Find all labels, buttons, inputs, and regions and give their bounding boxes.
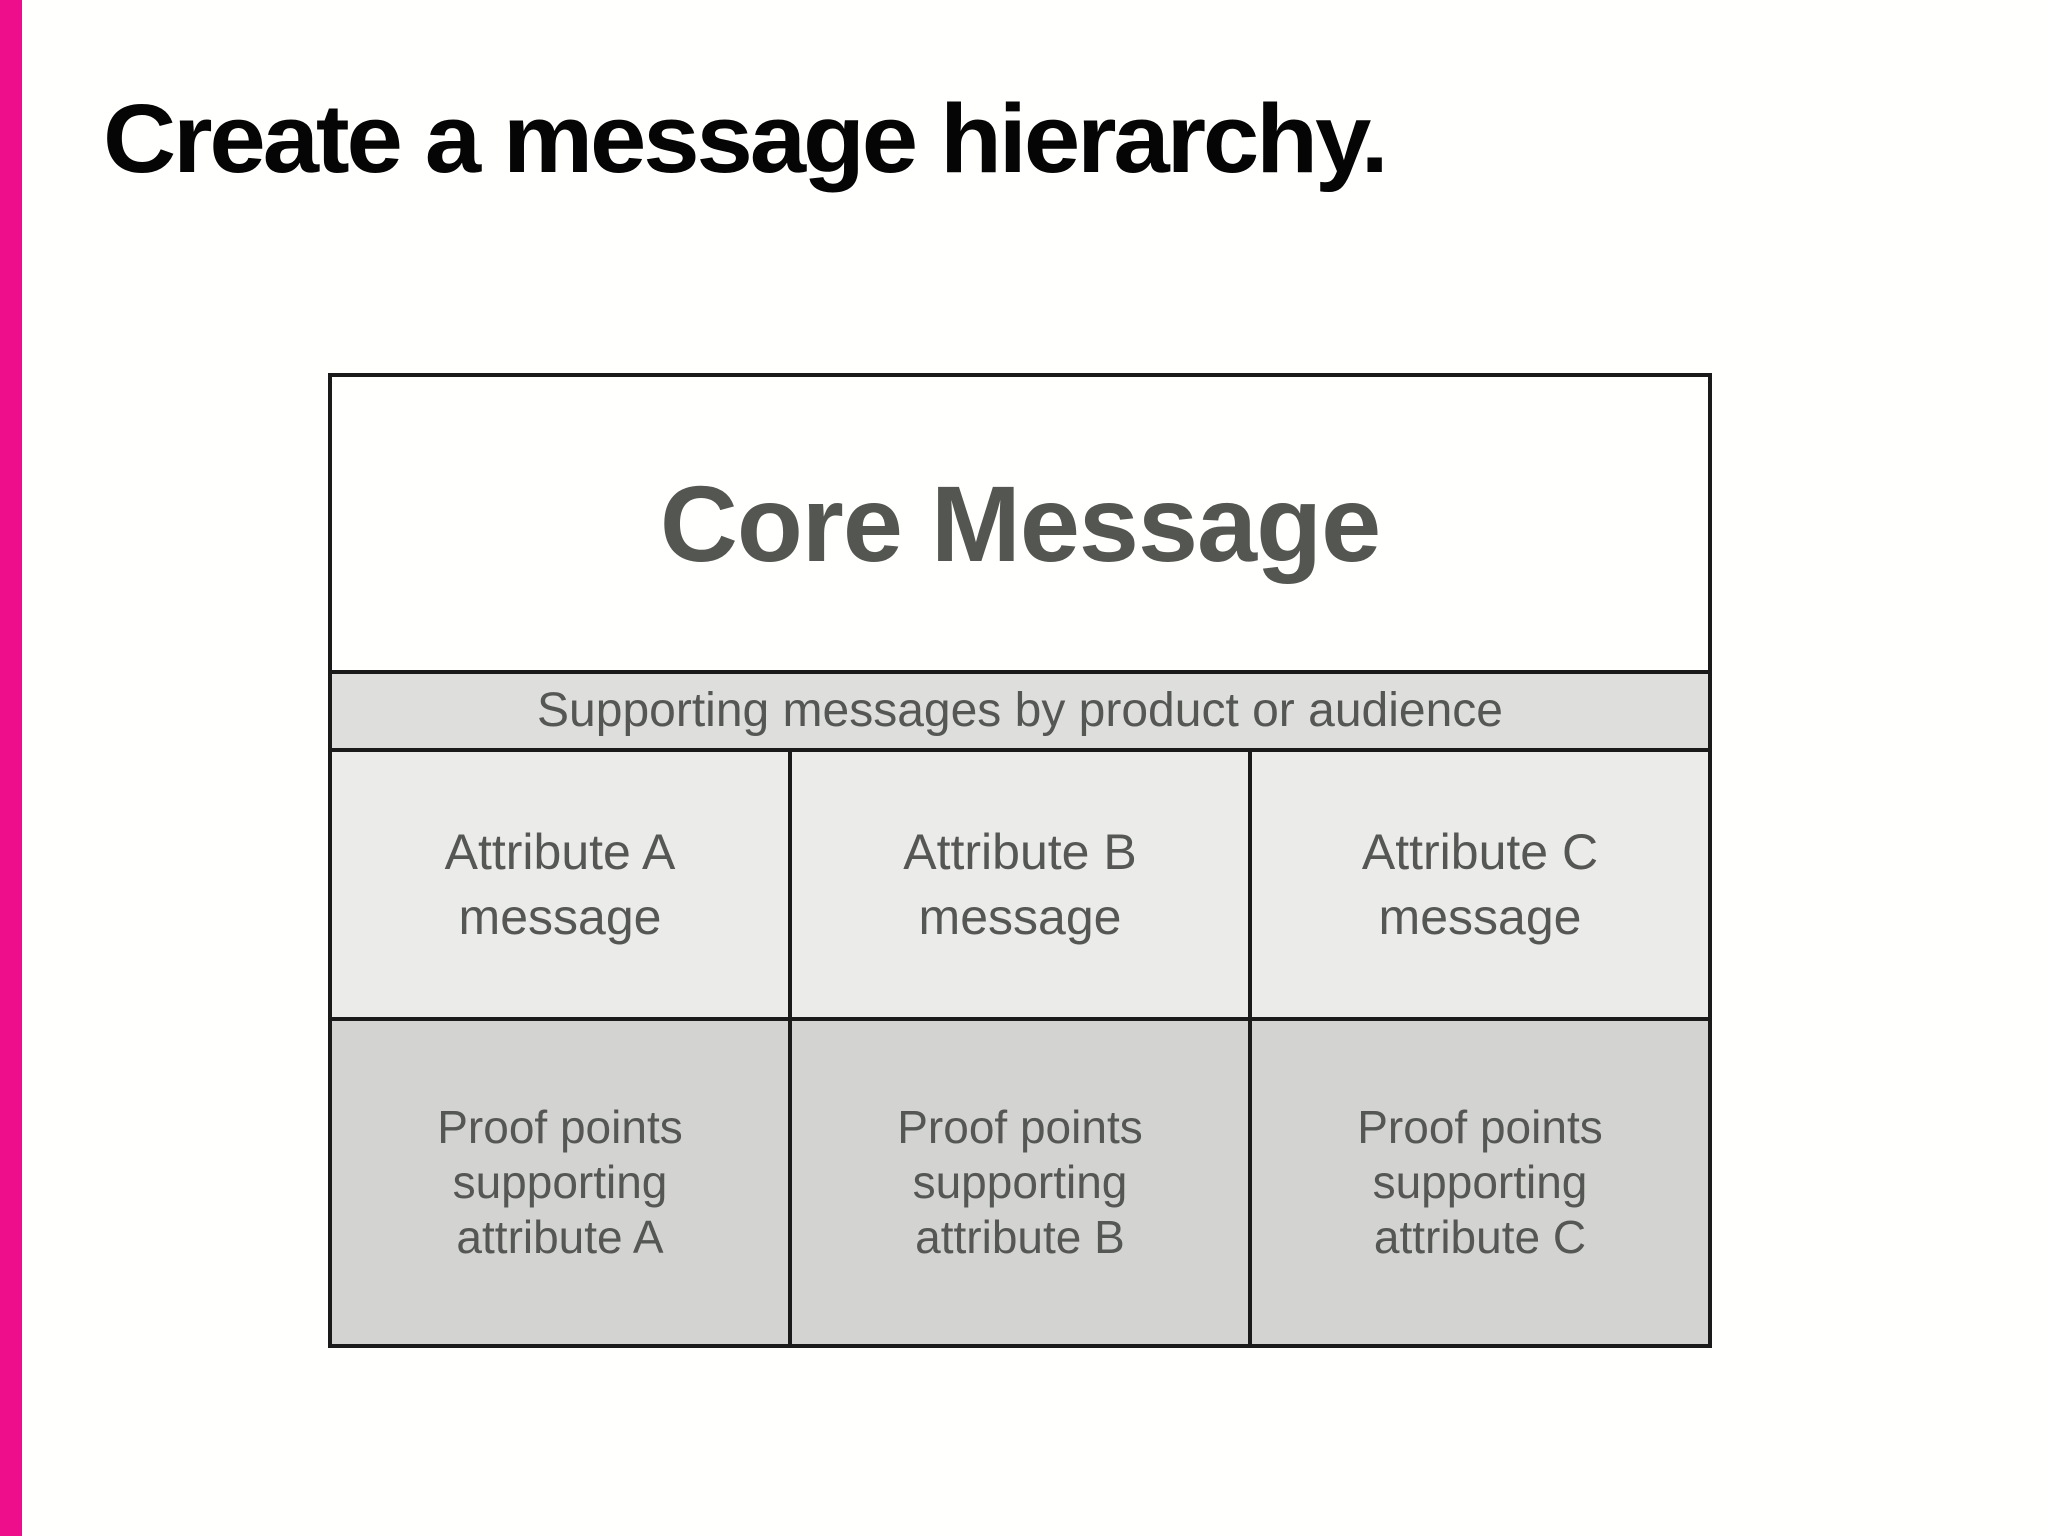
attribute-messages-row: Attribute A message Attribute B message … <box>332 752 1708 1017</box>
proof-cell-c: Proof points supporting attribute C <box>1252 1021 1708 1344</box>
attribute-cell-b: Attribute B message <box>792 752 1252 1017</box>
supporting-messages-header-label: Supporting messages by product or audien… <box>537 684 1503 737</box>
proof-points-row: Proof points supporting attribute A Proo… <box>332 1017 1708 1344</box>
proof-cell-b: Proof points supporting attribute B <box>792 1021 1252 1344</box>
proof-a-text: Proof points supporting attribute A <box>437 1100 683 1264</box>
attribute-cell-c: Attribute C message <box>1252 752 1708 1017</box>
core-message-row: Core Message <box>332 377 1708 670</box>
proof-c-text: Proof points supporting attribute C <box>1357 1100 1603 1264</box>
proof-cell-a: Proof points supporting attribute A <box>332 1021 792 1344</box>
attribute-c-text: Attribute C message <box>1361 823 1599 945</box>
proof-b-text: Proof points supporting attribute B <box>897 1100 1143 1264</box>
accent-bar-left <box>0 0 22 1536</box>
attribute-b-text: Attribute B message <box>903 823 1137 945</box>
page-title: Create a message hierarchy. <box>103 84 1389 193</box>
attribute-cell-a: Attribute A message <box>332 752 792 1017</box>
core-message-label: Core Message <box>659 462 1381 584</box>
message-hierarchy-diagram: Core Message Supporting messages by prod… <box>328 373 1712 1348</box>
supporting-messages-header-row: Supporting messages by product or audien… <box>332 670 1708 752</box>
attribute-a-text: Attribute A message <box>444 823 676 945</box>
